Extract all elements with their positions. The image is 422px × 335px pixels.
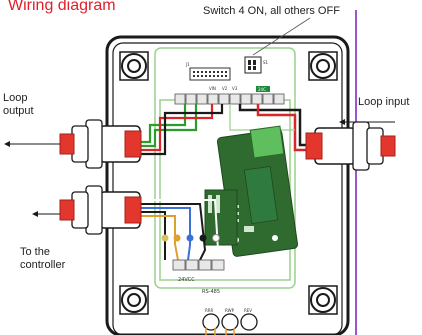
controller-gland (32, 185, 142, 235)
vin-mark: VIN (209, 86, 216, 91)
io-pcb (204, 189, 238, 246)
r2-mark: 24C (258, 87, 266, 92)
bottom-cap-left-mark: RRR (205, 308, 214, 313)
module-terminal-block (249, 125, 285, 159)
switch-setting-note: Switch 4 ON, all others OFF (203, 5, 340, 17)
v2-mark: V2 (222, 86, 228, 91)
loop-input-gland (305, 119, 396, 171)
loop-output-wires (130, 104, 224, 156)
lower-terminal-block (172, 259, 225, 271)
dip-switch-s1: S1 (244, 17, 311, 74)
rs485-mark: RS-485 (202, 289, 220, 295)
loop-output-label: Loop output (3, 92, 34, 117)
s1-label: S1 (263, 60, 269, 65)
j1-label: J1 (185, 62, 190, 67)
v3-mark: V3 (232, 86, 238, 91)
diagram-title: Wiring diagram (8, 0, 116, 14)
bottom-cap-mid-mark: RWP (225, 308, 235, 313)
bottom-cap-right-mark: REV (244, 308, 252, 313)
to-controller-label: To the controller (20, 246, 66, 271)
loop-input-label: Loop input (358, 96, 410, 108)
upper-terminal-block (174, 93, 285, 105)
r2-marker (256, 86, 270, 92)
controller-wires (135, 199, 220, 261)
j1-connector: J1 (185, 62, 231, 81)
loop-output-gland (4, 119, 142, 169)
wire-ferrules (161, 234, 220, 242)
switch-callout-line (252, 17, 311, 56)
power-mark: 24VCC (178, 277, 195, 283)
bottom-cable-entries (202, 313, 258, 331)
